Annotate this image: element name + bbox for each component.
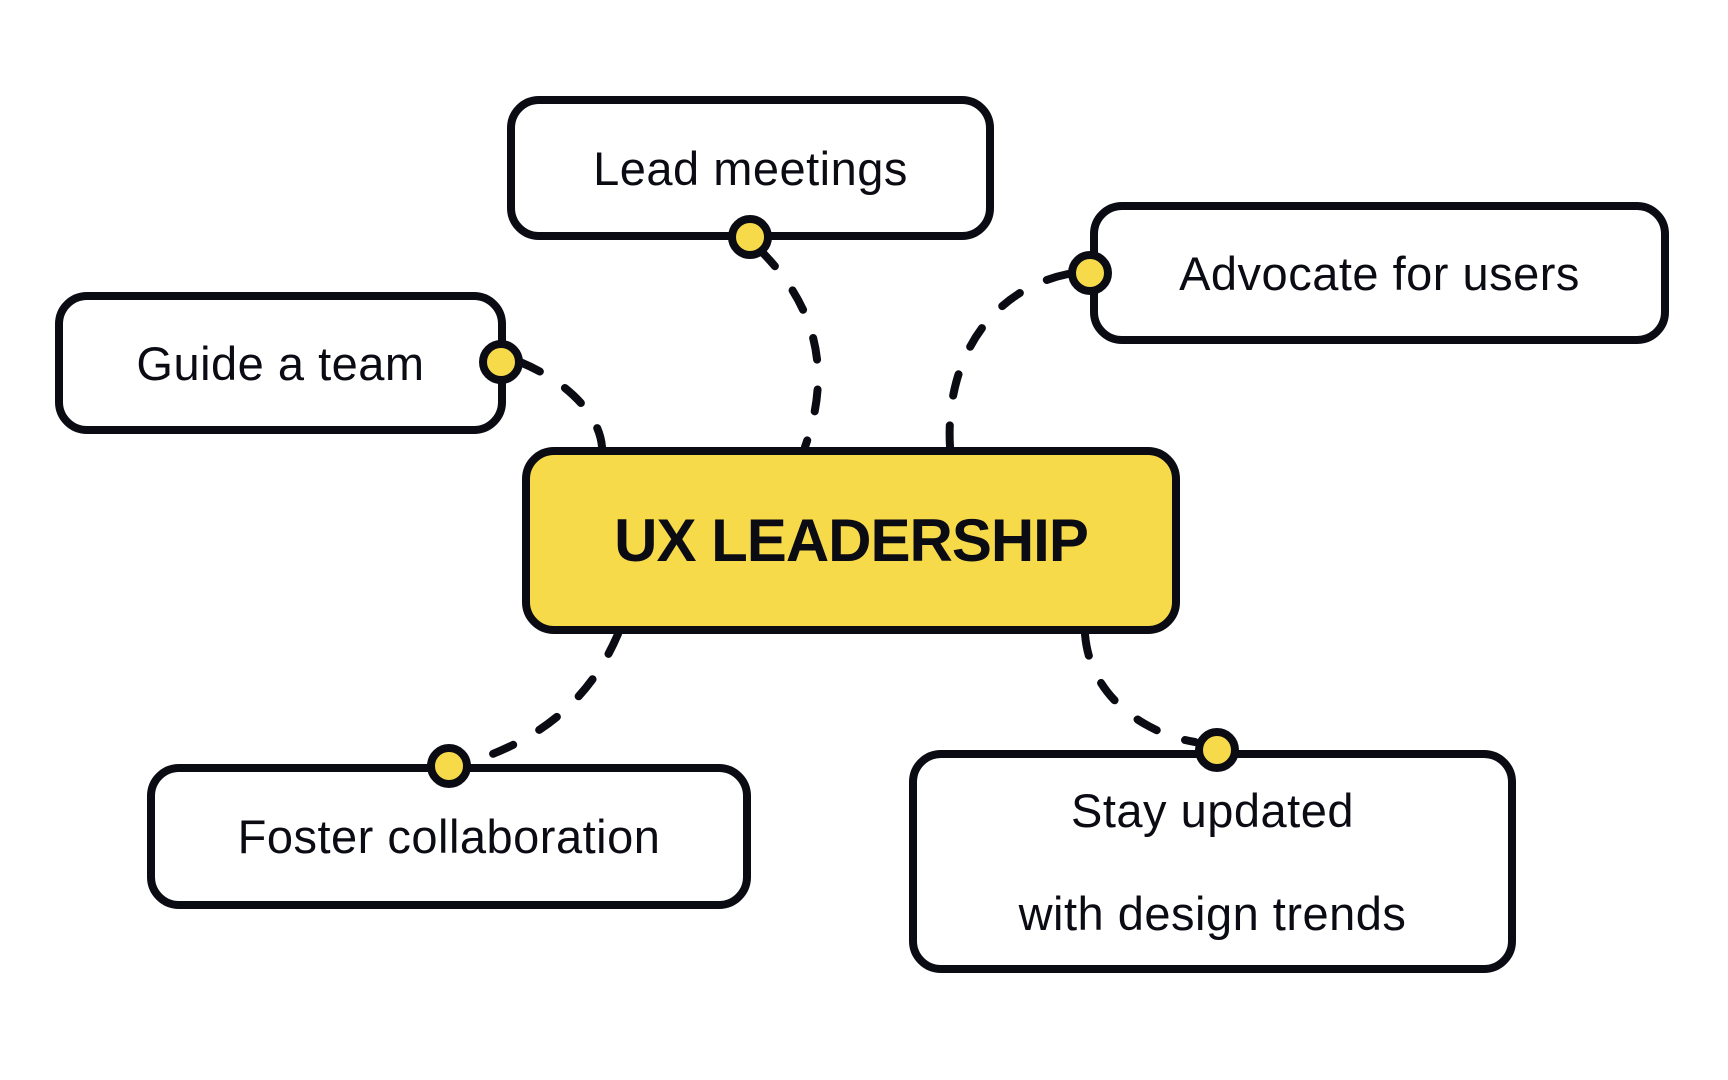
connector-stay bbox=[1081, 630, 1199, 746]
node-label: Stay updated with design trends bbox=[1018, 783, 1407, 940]
connector-guide bbox=[516, 358, 606, 451]
connector-advocate bbox=[945, 270, 1072, 451]
central-node-ux-leadership[interactable]: UX LEADERSHIP bbox=[522, 447, 1180, 634]
node-label: Guide a team bbox=[136, 336, 425, 390]
node-lead-meetings[interactable]: Lead meetings bbox=[507, 96, 994, 240]
node-label: Lead meetings bbox=[593, 141, 908, 195]
node-label: Foster collaboration bbox=[237, 810, 661, 863]
anchor-dot-foster[interactable] bbox=[427, 744, 471, 788]
anchor-dot-guide[interactable] bbox=[479, 340, 523, 384]
node-stay-updated[interactable]: Stay updated with design trends bbox=[909, 750, 1516, 973]
node-label: Advocate for users bbox=[1179, 246, 1580, 300]
anchor-dot-lead[interactable] bbox=[728, 215, 772, 259]
central-label: UX LEADERSHIP bbox=[614, 507, 1089, 574]
node-guide-a-team[interactable]: Guide a team bbox=[55, 292, 506, 434]
connector-lead bbox=[756, 246, 823, 451]
node-advocate-for-users[interactable]: Advocate for users bbox=[1090, 202, 1669, 344]
anchor-dot-stay[interactable] bbox=[1195, 728, 1239, 772]
anchor-dot-advocate[interactable] bbox=[1068, 251, 1112, 295]
connector-foster bbox=[466, 630, 622, 766]
